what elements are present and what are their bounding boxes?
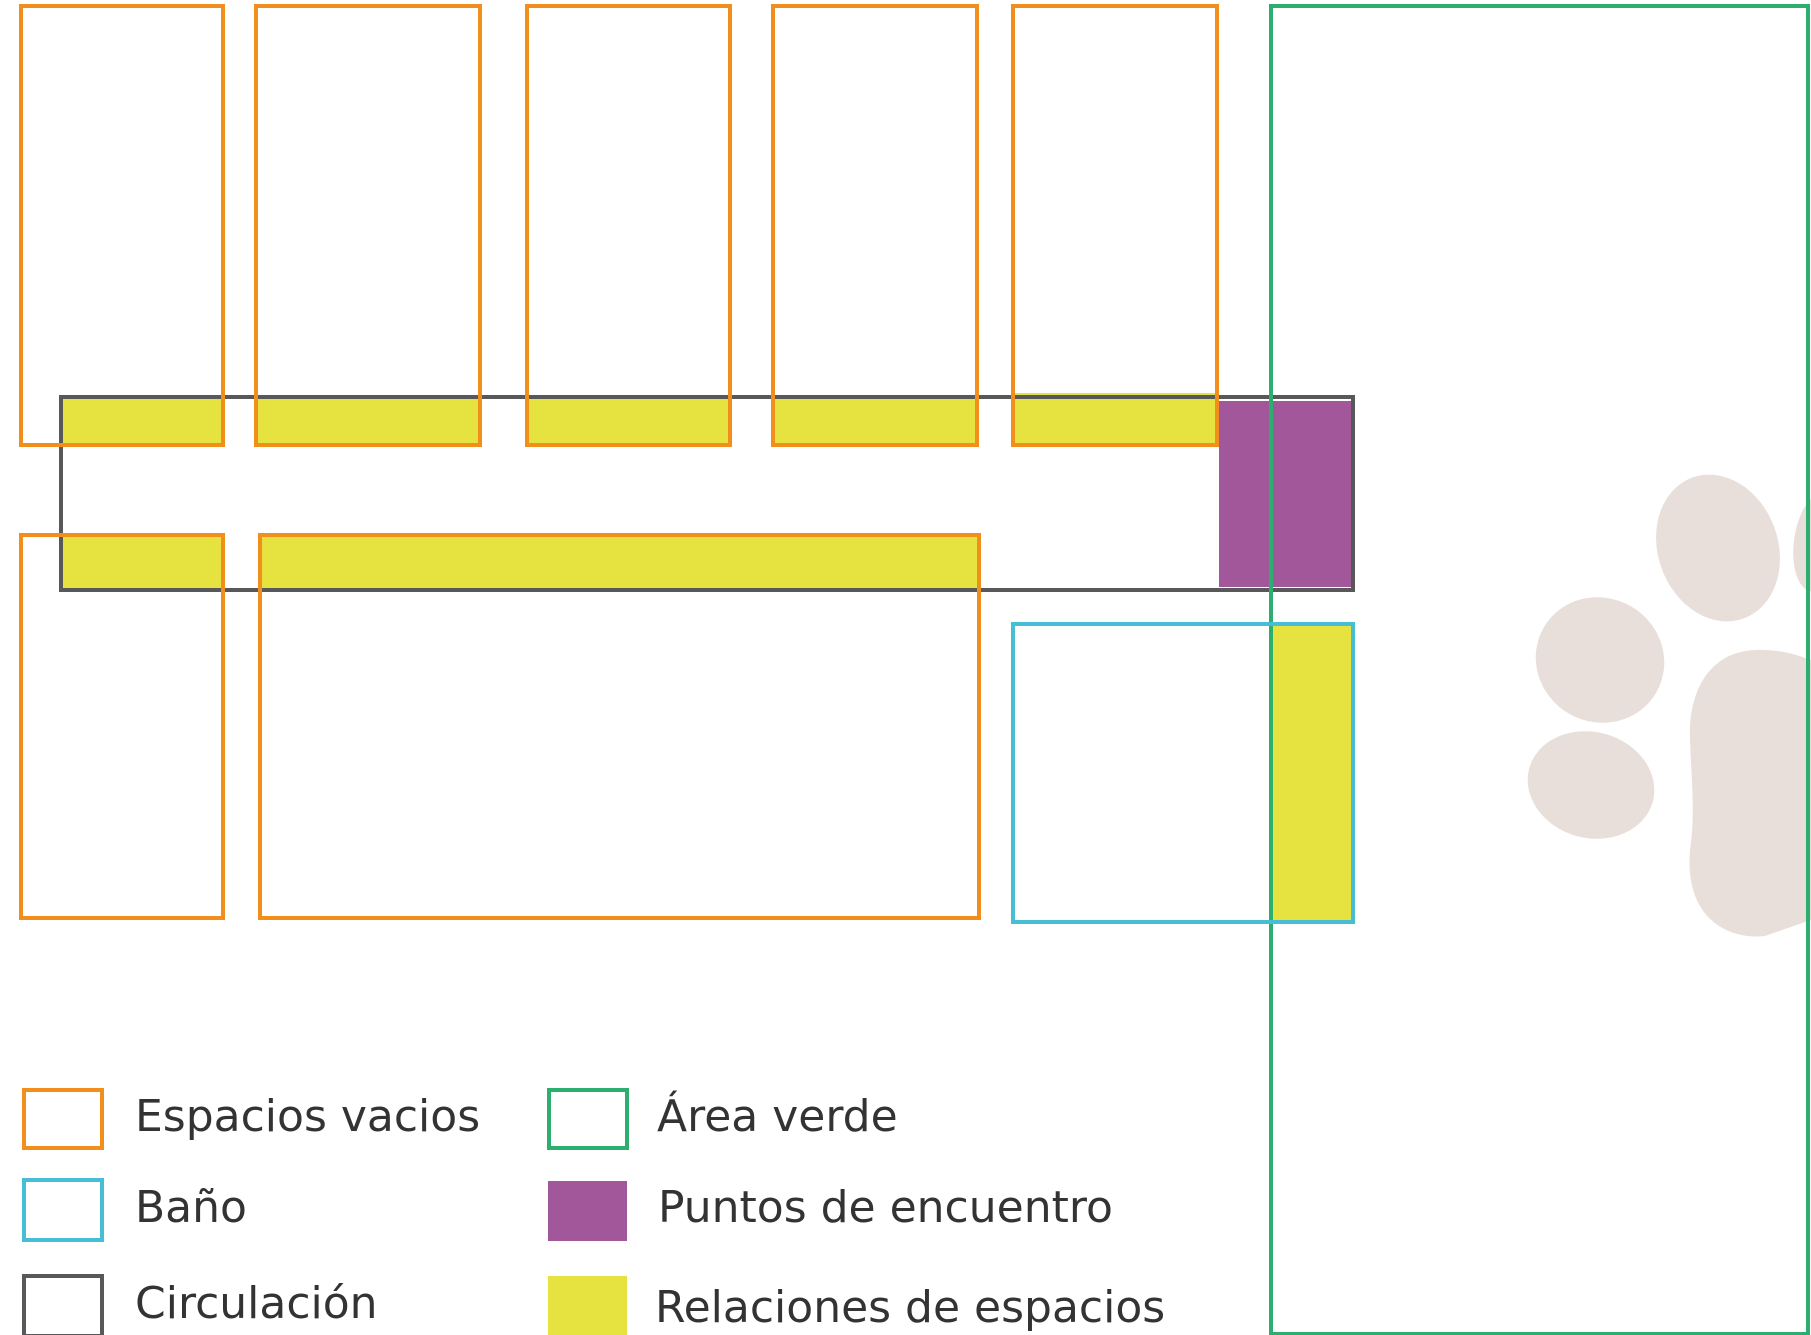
legend: Espacios vacios Baño Circulación Área ve… bbox=[22, 1088, 1165, 1335]
relacion-area bbox=[1272, 624, 1352, 922]
relacion-area bbox=[61, 397, 223, 445]
relacion-area bbox=[1014, 393, 1217, 445]
punto-de-encuentro bbox=[1219, 401, 1351, 587]
espacio-vacio bbox=[254, 4, 482, 447]
espacio-vacio bbox=[258, 533, 981, 920]
legend-label-area-verde: Área verde bbox=[657, 1089, 898, 1142]
paw-print-icon bbox=[1527, 474, 1811, 937]
espacio-vacio bbox=[771, 4, 979, 447]
relacion-area bbox=[61, 537, 223, 589]
legend-swatch-area-verde bbox=[547, 1088, 629, 1150]
espacio-vacio bbox=[525, 4, 732, 447]
bano-area bbox=[1011, 622, 1355, 924]
relacion-area bbox=[262, 537, 978, 589]
relacion-area bbox=[258, 397, 480, 445]
relaciones-de-espacios-areas bbox=[61, 393, 1352, 922]
espacio-vacio bbox=[19, 4, 225, 447]
espacios-vacios-group bbox=[19, 4, 1219, 920]
legend-label-relaciones-de-espacios: Relaciones de espacios bbox=[655, 1282, 1165, 1333]
legend-label-espacios-vacios: Espacios vacios bbox=[135, 1091, 480, 1142]
legend-label-puntos-de-encuentro: Puntos de encuentro bbox=[658, 1182, 1113, 1233]
legend-label-bano: Baño bbox=[135, 1182, 247, 1233]
legend-swatch-espacios-vacios bbox=[22, 1088, 104, 1150]
espacio-vacio bbox=[1011, 4, 1219, 447]
area-verde bbox=[1269, 4, 1810, 1335]
espacio-vacio bbox=[19, 533, 225, 920]
legend-swatch-relaciones-de-espacios bbox=[548, 1276, 627, 1335]
circulacion-corridor bbox=[59, 395, 1355, 592]
legend-swatch-bano bbox=[22, 1178, 104, 1242]
legend-swatch-puntos-de-encuentro bbox=[548, 1181, 627, 1241]
legend-swatch-circulacion bbox=[22, 1274, 104, 1335]
relacion-area bbox=[529, 397, 729, 445]
legend-label-circulacion: Circulación bbox=[135, 1278, 378, 1329]
relacion-area bbox=[774, 397, 977, 445]
